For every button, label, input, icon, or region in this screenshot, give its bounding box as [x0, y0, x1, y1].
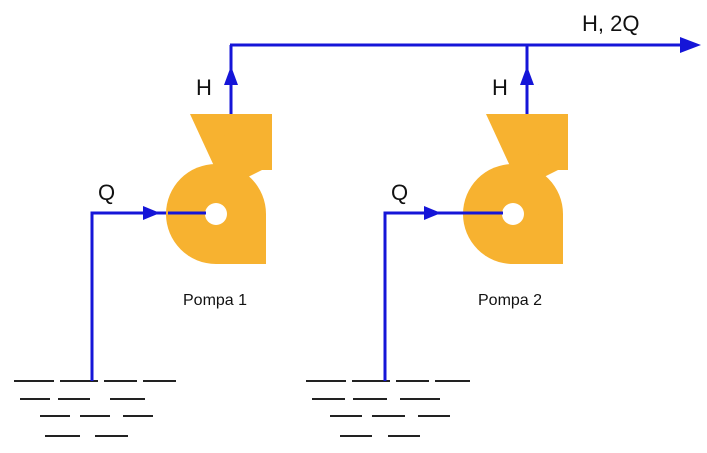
pump-2-name: Pompa 2 — [478, 292, 542, 309]
pump-1-inflow-label: Q — [98, 180, 115, 205]
pump-1-eye — [205, 203, 227, 225]
discharge-arrow-2 — [520, 66, 534, 85]
pump-1-head-label: H — [196, 75, 212, 100]
pump-2-eye — [502, 203, 524, 225]
pump-2-head-label: H — [492, 75, 508, 100]
outlet-arrow — [680, 37, 701, 53]
discharge-arrow-1 — [224, 66, 238, 85]
water-reservoir-1 — [14, 380, 176, 437]
suction-pipe-1 — [90, 211, 168, 381]
outlet-label: H, 2Q — [582, 11, 639, 36]
water-reservoir-2 — [306, 380, 470, 437]
pump-1-name: Pompa 1 — [183, 292, 247, 309]
pump-2 — [463, 114, 568, 264]
suction-pipe-2 — [383, 211, 462, 381]
suction-arrow-1 — [143, 206, 160, 220]
pump-2-inflow-label: Q — [391, 180, 408, 205]
pump-1 — [166, 114, 272, 264]
suction-arrow-2 — [424, 206, 441, 220]
